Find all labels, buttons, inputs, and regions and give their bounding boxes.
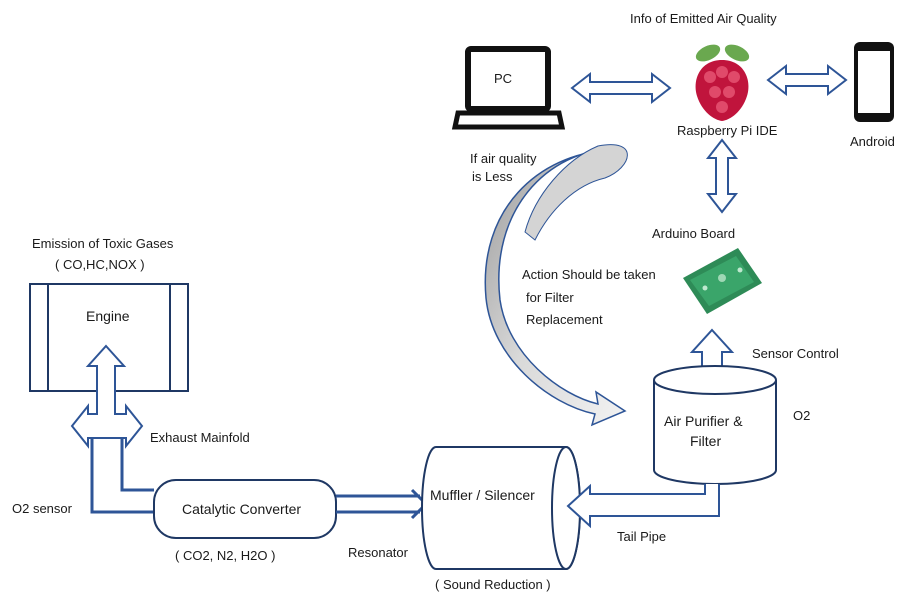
tail-pipe-label: Tail Pipe (617, 529, 666, 544)
laptop-icon (451, 46, 566, 130)
resonator-label: Resonator (348, 545, 409, 560)
info-title: Info of Emitted Air Quality (630, 11, 777, 26)
o2-sensor-pipe (90, 438, 154, 514)
air-quality-line2: is Less (472, 169, 513, 184)
sensor-control-label: Sensor Control (752, 346, 839, 361)
resonator-pipe (336, 488, 429, 520)
o2-sensor-label: O2 sensor (12, 501, 73, 516)
catalytic-products: ( CO2, N2, H2O ) (175, 548, 275, 563)
raspberry-pi-icon (695, 44, 750, 121)
exhaust-label: Exhaust Mainfold (150, 430, 250, 445)
air-purifier-cylinder (653, 365, 777, 485)
filter-replacement-arrow (484, 147, 627, 427)
catalytic-converter-box (153, 479, 337, 539)
exhaust-manifold-arrow (70, 344, 144, 449)
sound-reduction-label: ( Sound Reduction ) (435, 577, 551, 592)
raspberry-label: Raspberry Pi IDE (677, 123, 778, 138)
gray-arrow-cap (524, 144, 628, 241)
pc-raspberry-arrow (570, 71, 672, 105)
catalytic-label: Catalytic Converter (182, 501, 301, 517)
pc-label: PC (494, 71, 512, 86)
air-quality-line1: If air quality (470, 151, 537, 166)
engine-label: Engine (86, 308, 130, 324)
emission-line1: Emission of Toxic Gases (32, 236, 174, 251)
android-label: Android (850, 134, 895, 149)
arduino-board-icon (683, 248, 762, 314)
muffler-cylinder (421, 446, 581, 570)
purifier-line2: Filter (690, 433, 721, 449)
action-line1: Action Should be taken (522, 267, 656, 282)
action-line3: Replacement (526, 312, 603, 327)
raspberry-android-arrow (766, 63, 848, 97)
purifier-line1: Air Purifier & (664, 413, 743, 429)
arduino-label: Arduino Board (652, 226, 735, 241)
tail-pipe (566, 483, 720, 529)
muffler-label: Muffler / Silencer (430, 487, 535, 503)
phone-icon (854, 42, 894, 122)
action-line2: for Filter (526, 290, 574, 305)
emission-line2: ( CO,HC,NOX ) (55, 257, 145, 272)
raspberry-arduino-arrow (705, 138, 739, 214)
o2-label: O2 (793, 408, 810, 423)
